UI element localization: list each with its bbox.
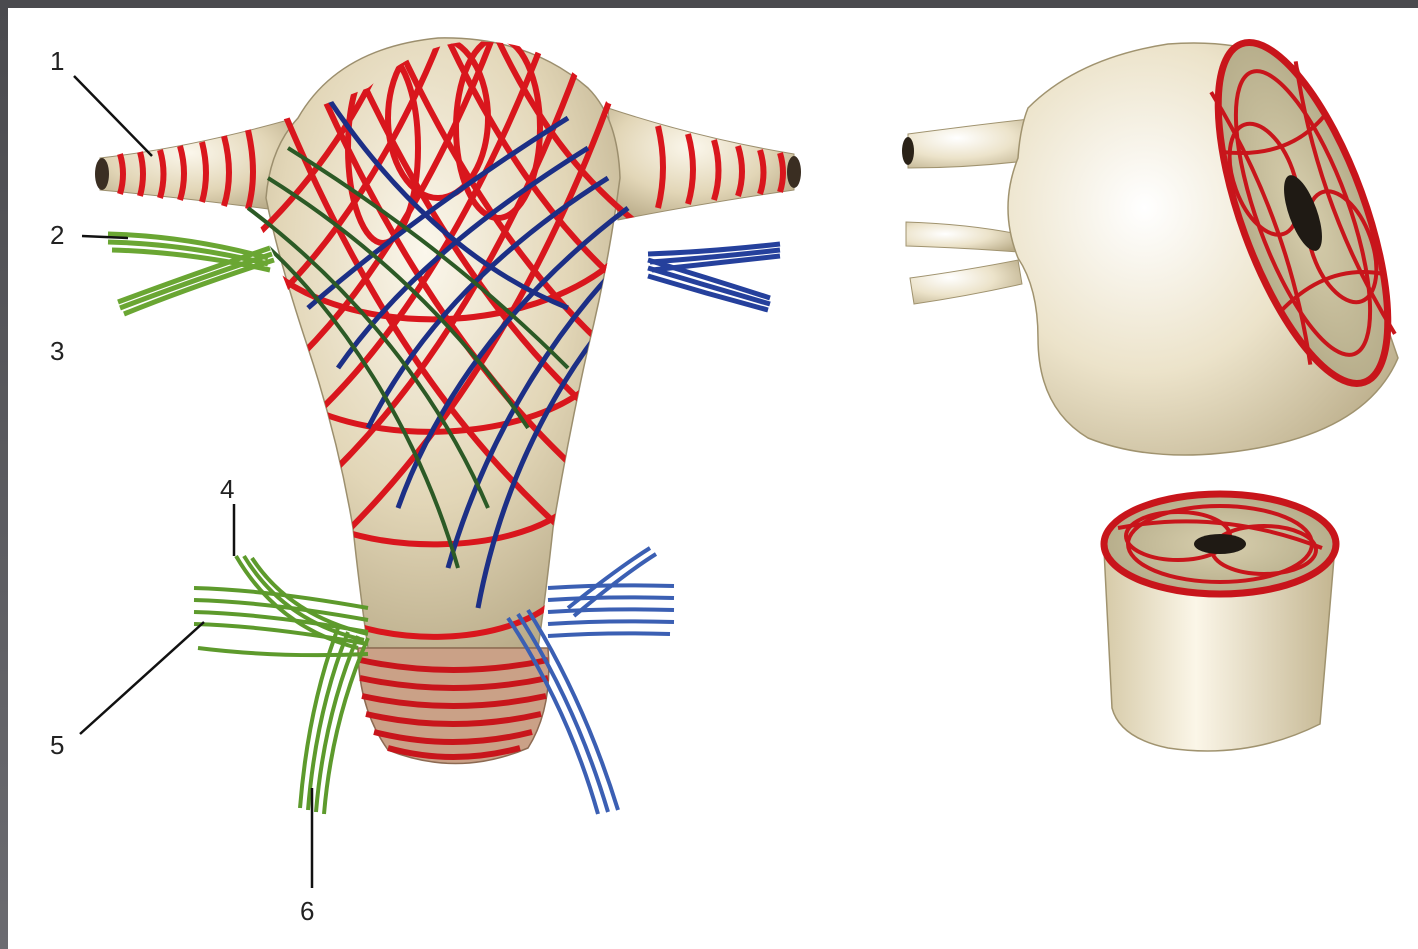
diagram-canvas: 1 2 3 4 5 6 (8, 8, 1418, 949)
uterus-muscle-diagram: 1 2 3 4 5 6 (8, 8, 1418, 949)
uterus-figure: 1 2 3 4 5 6 (50, 18, 801, 926)
lower-stub (910, 260, 1022, 304)
left-round-ligament (108, 234, 274, 314)
middle-stub (906, 222, 1018, 252)
label-3: 3 (50, 336, 64, 366)
left-tube-opening (95, 158, 109, 190)
lower-cut-surface (1104, 494, 1336, 594)
right-tube-opening (787, 156, 801, 188)
leader-1 (74, 76, 152, 156)
upper-tube-opening (902, 137, 914, 165)
right-round-ligament (648, 244, 780, 310)
label-4: 4 (220, 474, 234, 504)
label-2: 2 (50, 220, 64, 250)
sectioned-uterus-figure (902, 23, 1418, 751)
left-lower-ligaments (194, 556, 368, 814)
label-1: 1 (50, 46, 64, 76)
label-5: 5 (50, 730, 64, 760)
right-fallopian-tube (608, 108, 794, 220)
cervical-canal (1194, 534, 1246, 554)
leader-5 (80, 622, 204, 734)
label-6: 6 (300, 896, 314, 926)
